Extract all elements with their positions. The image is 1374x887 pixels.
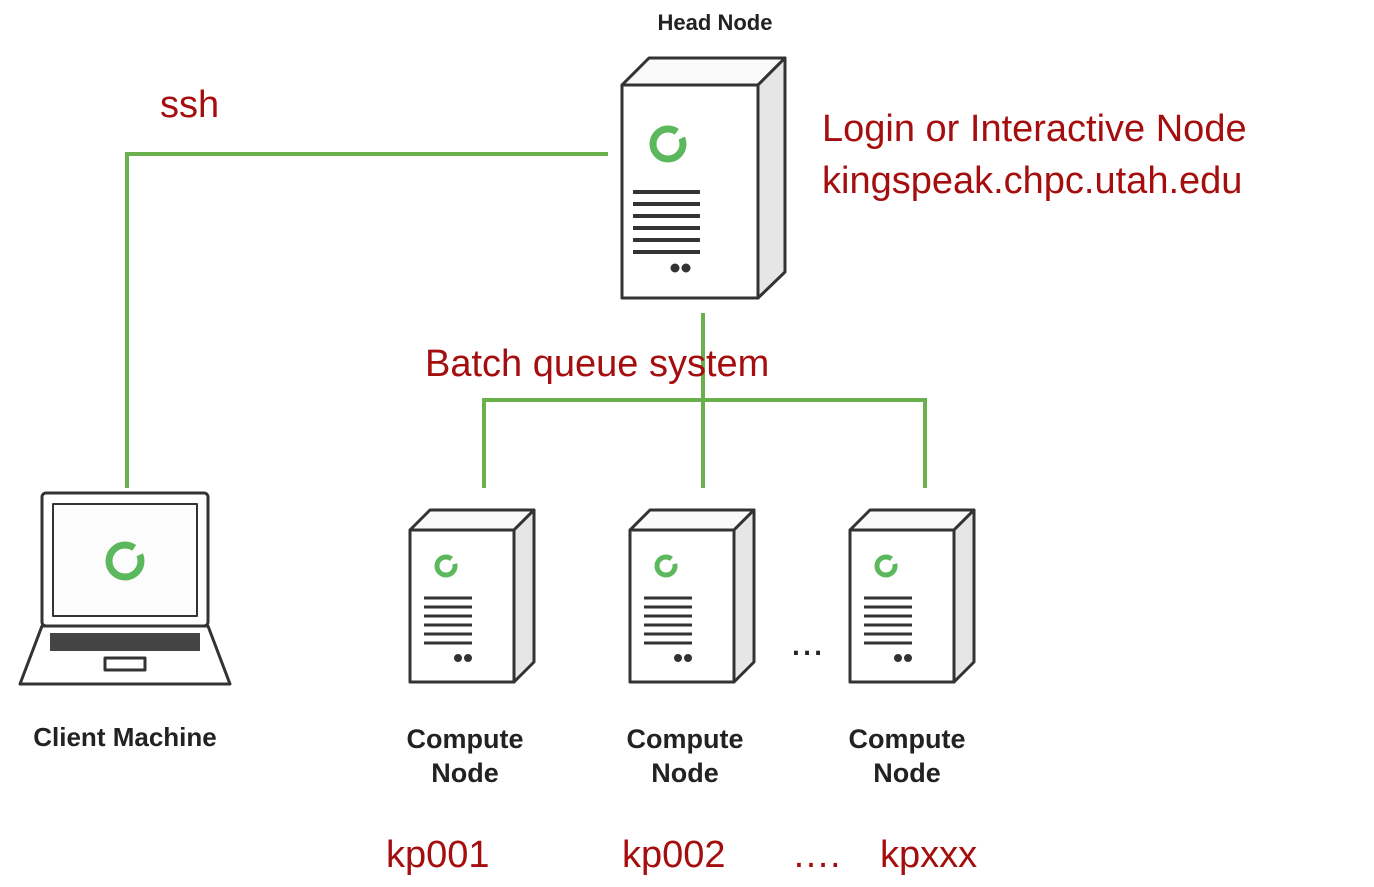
ssh-link (125, 152, 608, 488)
hostname-ellipsis: …. (792, 834, 841, 876)
compute-node-label: Compute Node (605, 722, 765, 790)
head-node-server-icon[interactable] (620, 56, 787, 300)
compute-node-label-line2: Node (431, 758, 499, 788)
compute-node-label-line1: Compute (626, 724, 744, 754)
head-node-role: Login or Interactive Node (822, 108, 1247, 150)
compute-hostname: kpxxx (880, 834, 978, 876)
compute-node-server-icon[interactable] (848, 508, 976, 684)
batch-bus (482, 398, 927, 488)
compute-hostname: kp001 (386, 834, 490, 876)
client-machine-label: Client Machine (33, 722, 217, 752)
compute-node-server-icon[interactable] (628, 508, 756, 684)
client-laptop-icon[interactable] (18, 491, 232, 686)
compute-node-label-line1: Compute (848, 724, 966, 754)
connection-lines (125, 152, 927, 488)
compute-node-label-line2: Node (873, 758, 941, 788)
compute-node-server-icon[interactable] (408, 508, 536, 684)
batch-queue-label: Batch queue system (425, 343, 770, 385)
compute-node-label: Compute Node (827, 722, 987, 790)
ellipsis-icon: ... (790, 620, 823, 664)
compute-node-label: Compute Node (385, 722, 545, 790)
head-node-hostname: kingspeak.chpc.utah.edu (822, 160, 1243, 202)
compute-hostname: kp002 (622, 834, 726, 876)
compute-node-label-line2: Node (651, 758, 719, 788)
ssh-label: ssh (160, 84, 220, 126)
compute-node-label-line1: Compute (406, 724, 524, 754)
head-node-label: Head Node (657, 10, 773, 35)
